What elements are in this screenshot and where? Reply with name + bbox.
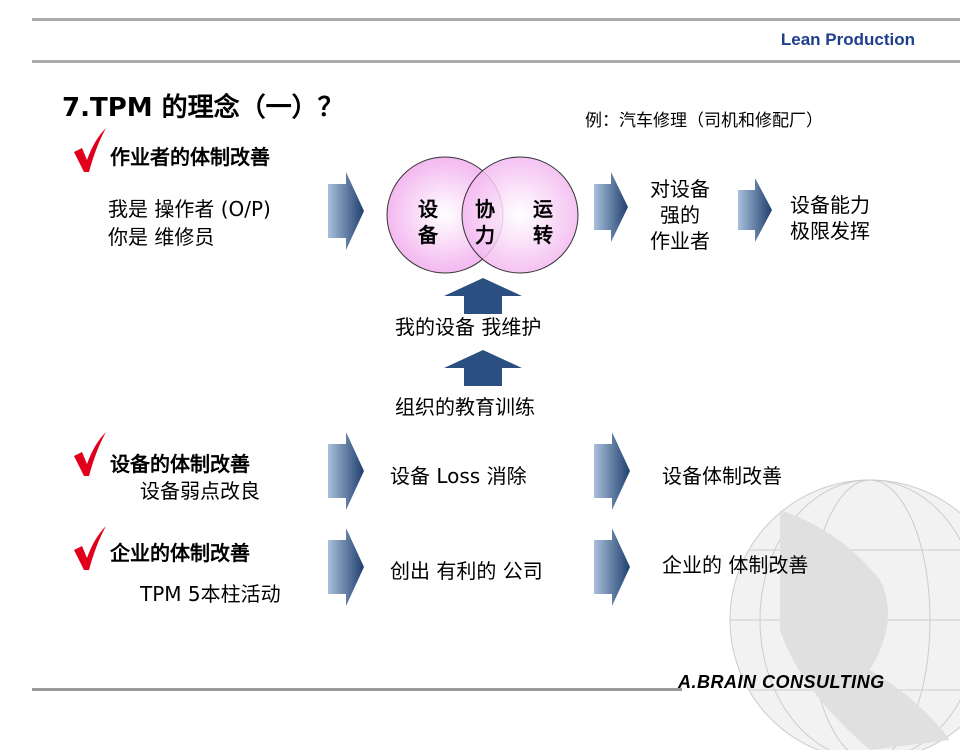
check-icon [74,432,106,476]
right-arrow-icon [328,172,364,250]
check-icon [74,128,106,172]
right-arrow-icon [594,432,630,510]
venn-center: 协力 [475,197,495,247]
globe-watermark [729,479,960,750]
brand-label: Lean Production [780,30,915,49]
venn-right: 运转 [533,197,553,247]
section2-middle: 设备 Loss 消除 [390,464,527,488]
step-training: 组织的教育训练 [395,395,535,419]
page-title: 7.TPM 的理念（一）？ [62,93,344,123]
right-arrow-icon [738,178,772,242]
header-rule [32,60,960,63]
right-arrow-icon [594,172,628,242]
section1-line2: 你是 维修员 [108,225,215,249]
section2-heading: 设备的体制改善 [110,452,250,476]
up-arrow-icon [444,278,522,314]
section1-heading: 作业者的体制改善 [110,145,270,169]
right-arrow-icon [328,432,364,510]
section3-heading: 企业的体制改善 [110,541,250,565]
venn-left: 设备 [418,197,438,247]
footer-rule [32,688,682,691]
result-capability: 设备能力极限发挥 [790,193,870,243]
up-arrow-icon [444,350,522,386]
section3-middle: 创出 有利的 公司 [390,559,543,583]
right-arrow-icon [328,528,364,606]
result-operator: 对设备强的作业者 [650,177,710,253]
section3-sub: TPM 5本柱活动 [140,582,281,606]
section1-line1: 我是 操作者 (O/P) [108,197,271,221]
example-note: 例：汽车修理（司机和修配厂） [585,111,823,131]
section2-result: 设备体制改善 [662,464,782,488]
step-maintain: 我的设备 我维护 [395,315,542,339]
right-arrow-icon [594,528,630,606]
top-rule [32,18,960,21]
check-icon [74,526,106,570]
section3-result: 企业的 体制改善 [662,553,809,577]
section2-sub: 设备弱点改良 [140,479,260,503]
venn-diagram [386,156,579,274]
footer-logo: A.BRAIN CONSULTING [678,672,885,692]
